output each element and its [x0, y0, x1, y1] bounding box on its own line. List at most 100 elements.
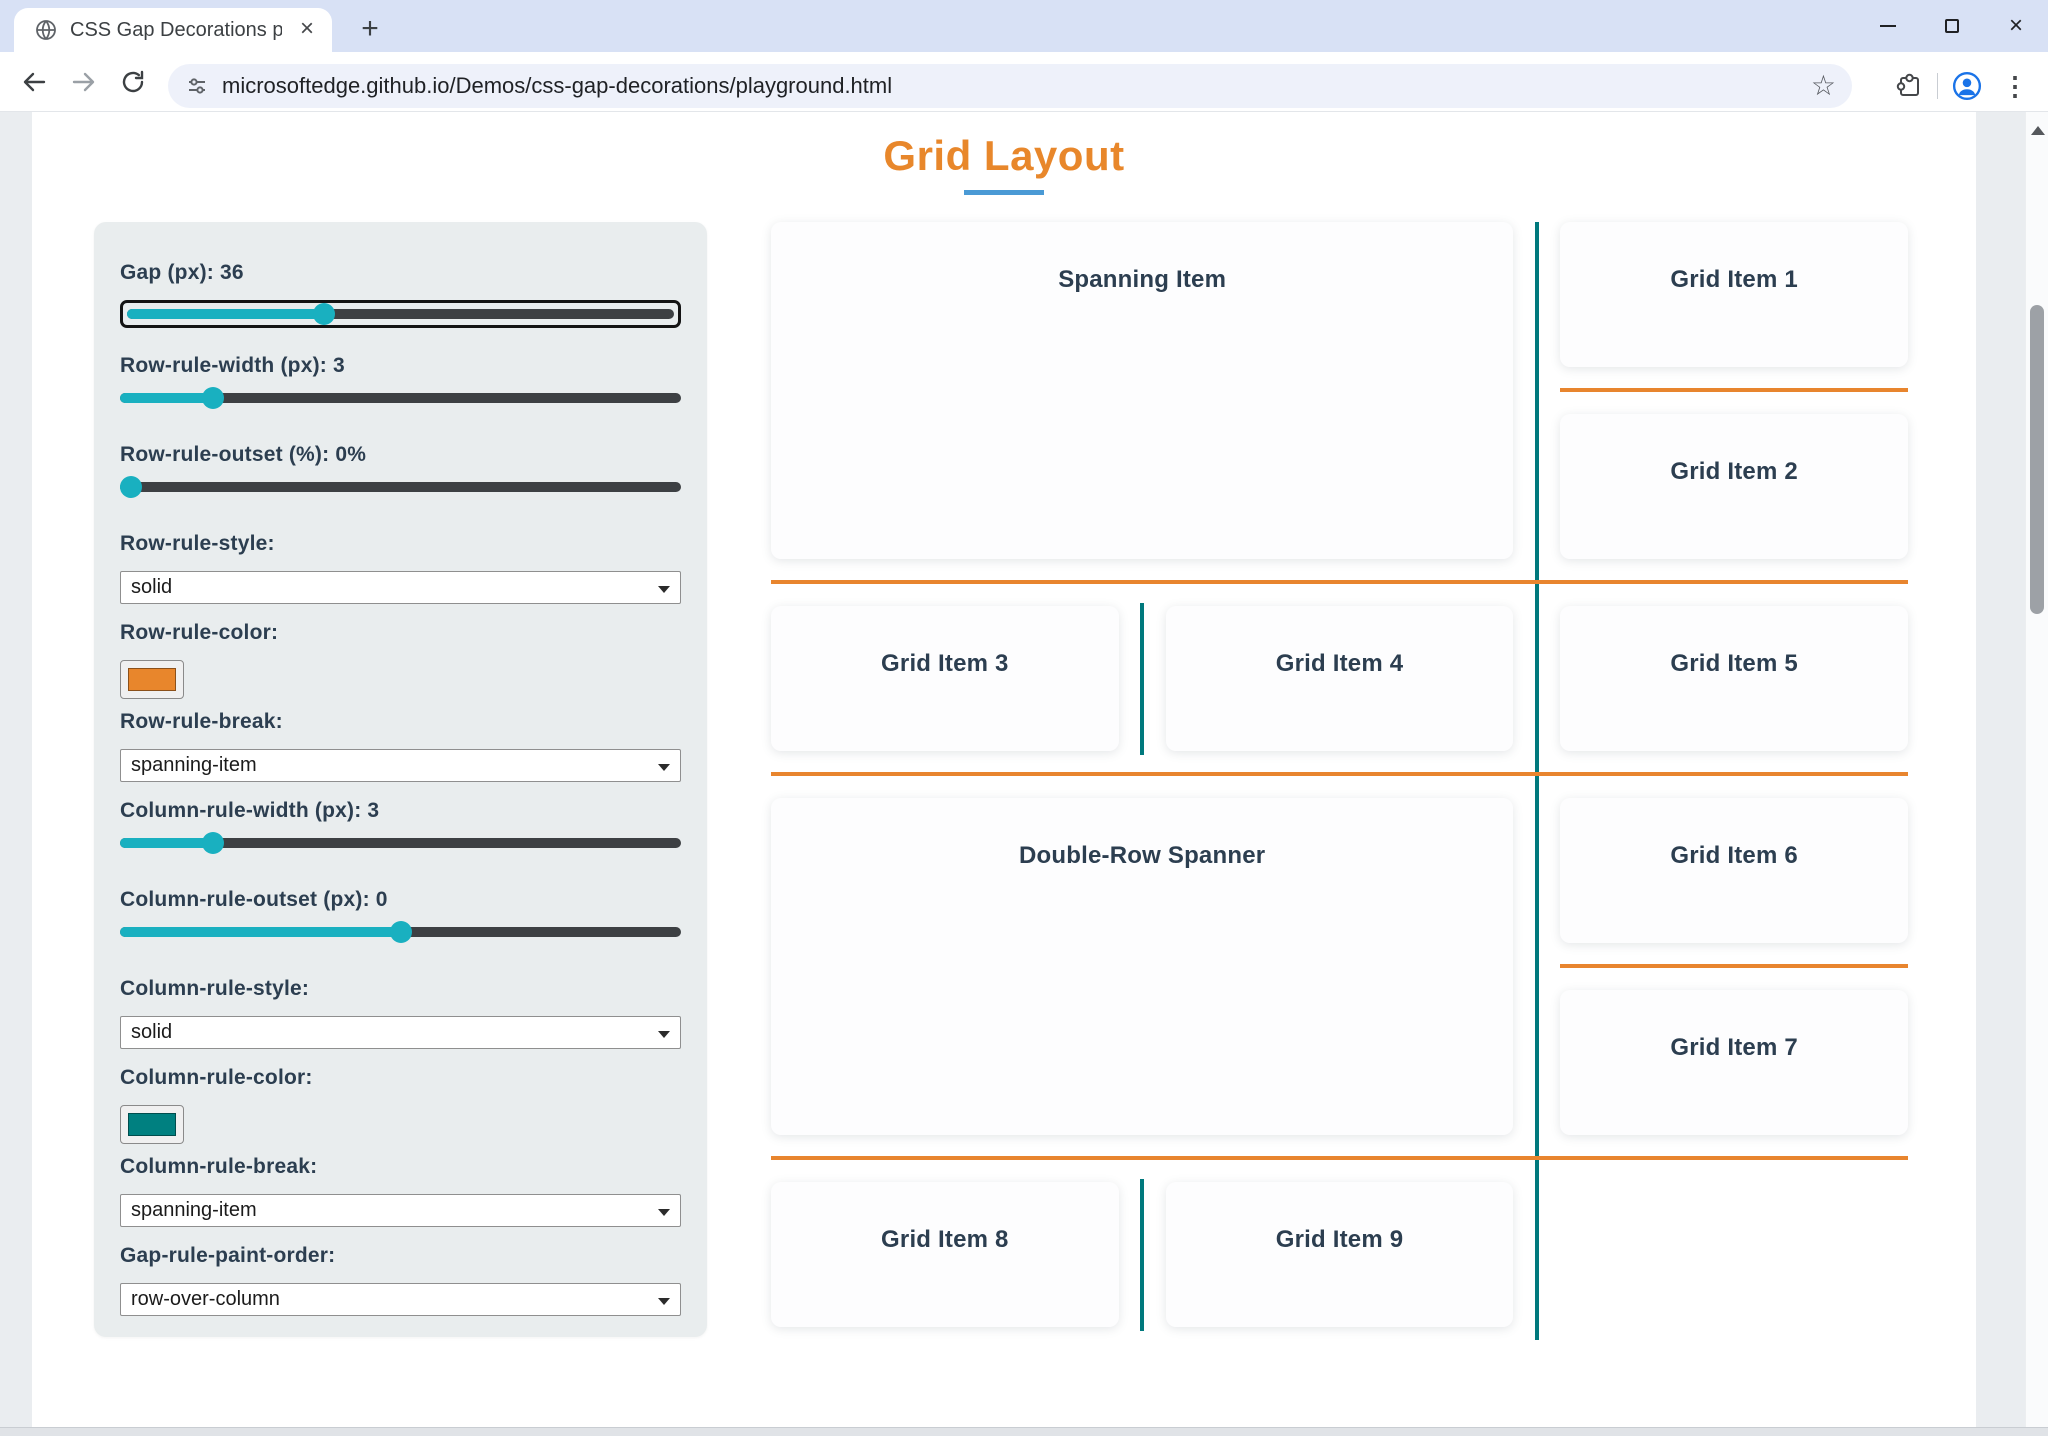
row-rule-color-picker[interactable]: [120, 660, 184, 699]
grid-card-8: Grid Item 8: [771, 1182, 1119, 1327]
grid-card-2: Grid Item 2: [1560, 414, 1908, 559]
maximize-button[interactable]: [1920, 0, 1984, 52]
card-label: Grid Item 1: [1670, 266, 1798, 293]
scrollbar-thumb[interactable]: [2030, 305, 2044, 614]
row-rule-col3-rows4-5: [1560, 964, 1908, 968]
scroll-up-arrow-icon[interactable]: [2031, 126, 2045, 135]
chevron-down-icon: [658, 1209, 670, 1216]
column-rule-color-picker[interactable]: [120, 1105, 184, 1144]
color-swatch-orange: [128, 668, 176, 691]
page-right-gutter: [1976, 112, 2025, 1427]
grid-card-6: Grid Item 6: [1560, 798, 1908, 943]
forward-button[interactable]: [70, 68, 98, 96]
slider-thumb[interactable]: [389, 921, 412, 943]
url-bar[interactable]: microsoftedge.github.io/Demos/css-gap-de…: [168, 64, 1852, 108]
column-rule-outset-slider[interactable]: [120, 921, 681, 943]
column-rule-segment-row6: [1140, 1179, 1144, 1331]
browser-tab[interactable]: CSS Gap Decorations playgroun ×: [14, 8, 332, 52]
column-rule-style-select[interactable]: solid: [120, 1016, 681, 1049]
site-info-tune-icon[interactable]: [186, 75, 208, 97]
chevron-down-icon: [658, 1031, 670, 1038]
slider-thumb[interactable]: [201, 832, 224, 854]
title-underline: [964, 190, 1044, 195]
slider-thumb[interactable]: [201, 387, 224, 409]
row-rule-style-label: Row-rule-style:: [120, 532, 275, 555]
minimize-button[interactable]: [1856, 0, 1920, 52]
profile-avatar-icon[interactable]: [1952, 71, 1982, 101]
minimize-icon: [1880, 25, 1896, 27]
card-label: Grid Item 5: [1670, 650, 1798, 677]
toolbar-right: ⋮: [1895, 64, 2034, 108]
close-button[interactable]: ×: [2008, 12, 2023, 39]
globe-favicon-icon: [34, 18, 58, 42]
row-rule-width-slider[interactable]: [120, 387, 681, 409]
bookmark-star-icon[interactable]: ☆: [1810, 70, 1836, 101]
card-label: Double-Row Spanner: [1019, 842, 1266, 869]
row-rule-width-label: Row-rule-width (px): 3: [120, 354, 345, 377]
back-button[interactable]: [20, 68, 48, 96]
gap-label: Gap (px): 36: [120, 261, 244, 284]
grid-card-double-row-spanner: Double-Row Spanner: [771, 798, 1514, 1135]
tab-bar: CSS Gap Decorations playgroun × + ×: [0, 0, 2048, 52]
chevron-down-icon: [658, 764, 670, 771]
tab-close-icon[interactable]: ×: [299, 15, 314, 42]
extensions-puzzle-icon[interactable]: [1895, 72, 1923, 100]
vertical-scrollbar[interactable]: [2025, 112, 2048, 1427]
card-label: Grid Item 2: [1670, 458, 1798, 485]
horizontal-scrollbar[interactable]: [0, 1427, 2048, 1436]
reload-button[interactable]: [119, 68, 147, 96]
menu-kebab-icon[interactable]: ⋮: [2002, 70, 2028, 101]
row-rule-col3-rows1-2: [1560, 388, 1908, 392]
column-rule-break-label: Column-rule-break:: [120, 1155, 318, 1178]
slider-thumb[interactable]: [120, 476, 143, 498]
row-rule-full-rows2-3: [771, 580, 1908, 584]
card-label: Grid Item 6: [1670, 842, 1798, 869]
card-label: Spanning Item: [1058, 266, 1227, 293]
gap-rule-paint-order-select[interactable]: row-over-column: [120, 1283, 681, 1316]
column-rule-width-slider[interactable]: [120, 832, 681, 854]
grid-card-1: Grid Item 1: [1560, 222, 1908, 367]
slider-fill: [127, 309, 324, 319]
slider-fill: [120, 927, 401, 937]
controls-panel: Gap (px): 36 Row-rule-width (px): 3 Row-…: [94, 222, 707, 1337]
row-rule-outset-slider[interactable]: [120, 476, 681, 498]
column-rule-long: [1535, 222, 1539, 1340]
column-rule-break-select[interactable]: spanning-item: [120, 1194, 681, 1227]
maximize-icon: [1945, 19, 1959, 33]
grid-playground: Spanning Item Grid Item 1 Grid Item 2 Gr…: [771, 222, 1908, 1427]
grid-card-7: Grid Item 7: [1560, 990, 1908, 1135]
card-label: Grid Item 9: [1275, 1226, 1404, 1253]
slider-thumb[interactable]: [312, 303, 335, 325]
row-rule-style-select[interactable]: solid: [120, 571, 681, 604]
grid-container: Spanning Item Grid Item 1 Grid Item 2 Gr…: [771, 222, 1908, 1327]
new-tab-button[interactable]: +: [361, 12, 379, 45]
window-controls: ×: [1856, 0, 2048, 52]
chevron-down-icon: [658, 1298, 670, 1305]
row-rule-break-label: Row-rule-break:: [120, 710, 283, 733]
row-rule-full-rows3-4: [771, 772, 1908, 776]
url-text[interactable]: microsoftedge.github.io/Demos/css-gap-de…: [222, 73, 893, 98]
grid-card-3: Grid Item 3: [771, 606, 1119, 751]
gap-slider-focus-ring: [120, 300, 681, 328]
column-rule-color-label: Column-rule-color:: [120, 1066, 313, 1089]
select-value: solid: [131, 1021, 173, 1043]
card-label: Grid Item 7: [1670, 1034, 1798, 1061]
column-rule-style-label: Column-rule-style:: [120, 977, 310, 1000]
page-content: Grid Layout Gap (px): 36 Row-rule-width …: [32, 112, 1976, 1427]
select-value: solid: [131, 576, 173, 598]
column-rule-width-label: Column-rule-width (px): 3: [120, 799, 380, 822]
gap-slider[interactable]: [127, 303, 674, 325]
row-rule-break-select[interactable]: spanning-item: [120, 749, 681, 782]
gap-rule-paint-order-label: Gap-rule-paint-order:: [120, 1244, 336, 1267]
column-rule-outset-label: Column-rule-outset (px): 0: [120, 888, 388, 911]
select-value: spanning-item: [131, 1199, 257, 1221]
row-rule-color-label: Row-rule-color:: [120, 621, 279, 644]
page-title: Grid Layout: [883, 132, 1125, 179]
row-rule-full-rows5-6: [771, 1156, 1908, 1160]
grid-card-4: Grid Item 4: [1165, 606, 1514, 751]
chevron-down-icon: [658, 586, 670, 593]
tab-title: CSS Gap Decorations playgroun: [70, 18, 282, 41]
select-value: row-over-column: [131, 1288, 280, 1310]
grid-card-5: Grid Item 5: [1560, 606, 1908, 751]
